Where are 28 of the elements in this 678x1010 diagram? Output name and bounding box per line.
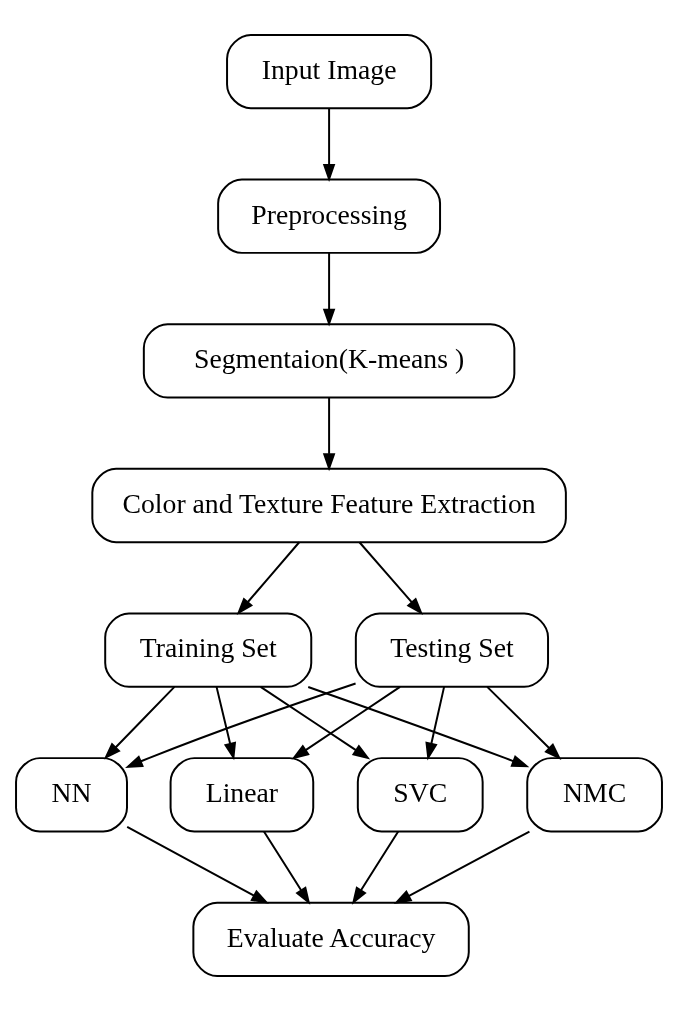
node-box: SVC xyxy=(356,756,484,832)
node-box: Evaluate Accuracy xyxy=(192,901,470,977)
arrow xyxy=(425,685,446,760)
arrow xyxy=(103,685,176,760)
node-box: Segmentaion(K-means ) xyxy=(142,322,516,398)
arrow xyxy=(351,830,400,905)
arrow xyxy=(259,685,371,760)
arrow xyxy=(358,540,424,615)
node-box: NMC xyxy=(526,756,663,832)
arrow xyxy=(322,396,336,471)
arrow xyxy=(322,251,336,327)
node-box: Color and Texture Feature Extraction xyxy=(91,467,567,543)
arrow xyxy=(393,830,531,904)
node-box: Training Set xyxy=(104,612,313,688)
node-box: Linear xyxy=(169,756,315,832)
arrow xyxy=(307,685,530,767)
node-box: Testing Set xyxy=(354,612,549,688)
node-box: Input Image xyxy=(226,33,433,109)
arrow xyxy=(215,685,237,760)
arrow xyxy=(322,106,336,182)
arrow xyxy=(486,685,562,760)
arrow xyxy=(125,682,357,768)
arrow xyxy=(126,825,269,904)
arrow xyxy=(291,685,401,760)
node-box: Preprocessing xyxy=(217,178,442,254)
node-box: NN xyxy=(15,756,128,832)
arrow xyxy=(236,540,301,615)
arrow xyxy=(262,830,311,905)
